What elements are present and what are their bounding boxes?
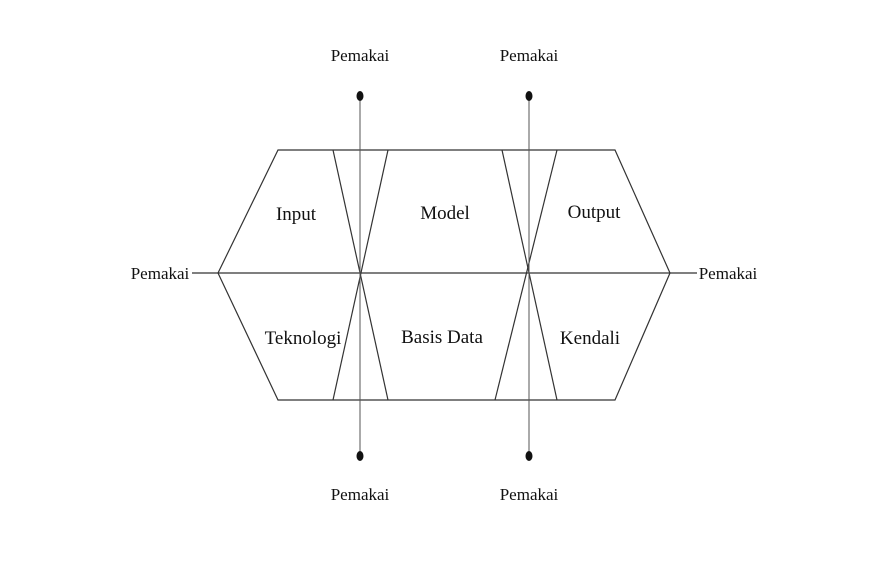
bottom-left-user-dot: [356, 451, 364, 461]
top-left-user-label: Pemakai: [331, 46, 390, 65]
technology-block-label: Teknologi: [265, 328, 342, 349]
output-block-label: Output: [568, 202, 622, 223]
bottom-left-user-label: Pemakai: [331, 485, 390, 504]
hexagon-outline: [217, 149, 671, 401]
right-hourglass-diagonal-2: [494, 149, 558, 401]
input-block-label: Input: [276, 204, 317, 225]
top-right-user-dot: [525, 91, 533, 101]
left-user-label: Pemakai: [131, 264, 190, 283]
right-user-label: Pemakai: [699, 264, 758, 283]
database-block-label: Basis Data: [401, 327, 483, 348]
model-block-label: Model: [420, 203, 470, 224]
bottom-right-user-label: Pemakai: [500, 485, 559, 504]
top-left-user-dot: [356, 91, 364, 101]
control-block-label: Kendali: [560, 328, 620, 349]
top-right-user-label: Pemakai: [500, 46, 559, 65]
bottom-right-user-dot: [525, 451, 533, 461]
